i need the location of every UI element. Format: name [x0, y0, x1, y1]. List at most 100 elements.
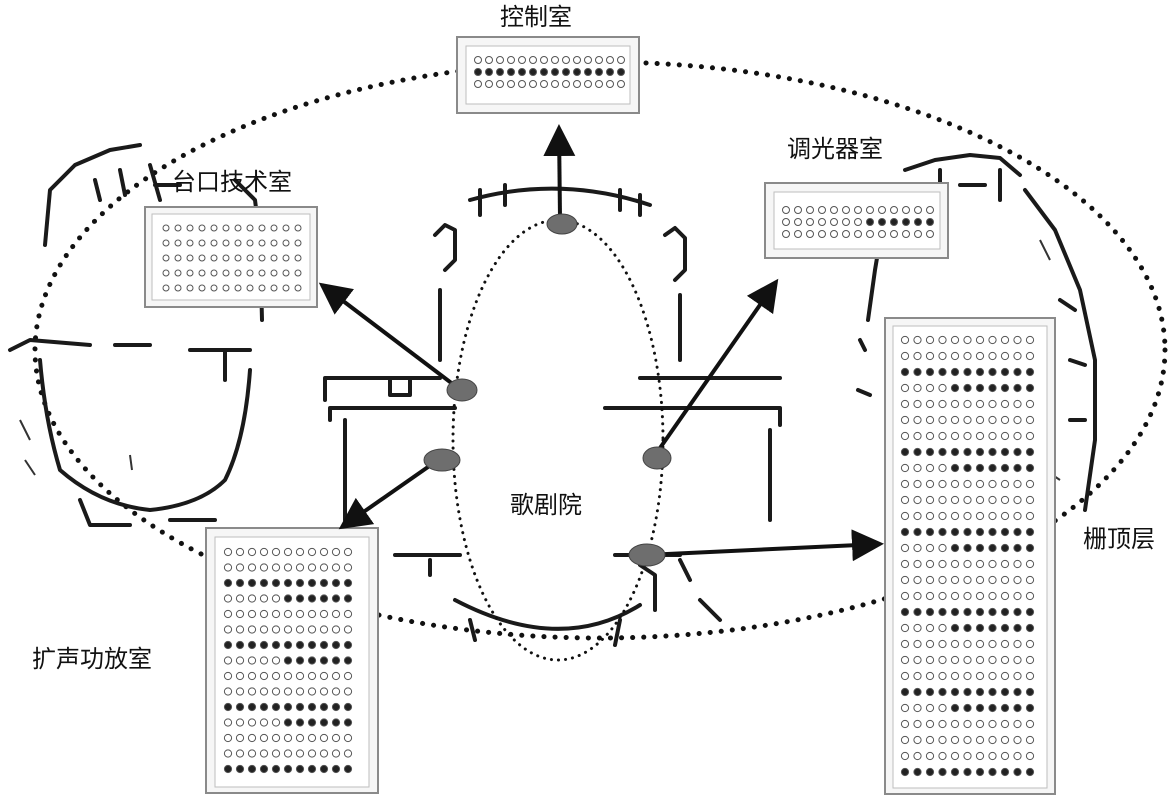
rack-port [900, 719, 910, 729]
rack-port [963, 527, 972, 537]
rack-port [331, 656, 341, 665]
rack-port [1025, 511, 1035, 521]
rack-port [295, 656, 305, 665]
rack-port [950, 703, 960, 713]
rack-port [913, 463, 922, 473]
rack-port [925, 351, 935, 361]
rack-port [913, 511, 922, 521]
rack-port [975, 703, 985, 713]
rack-port [1025, 735, 1035, 745]
rack-port [247, 625, 257, 634]
rack-port [198, 239, 206, 247]
rack-port [925, 479, 935, 489]
rack-port [294, 224, 302, 232]
rack-port [913, 415, 922, 425]
rack-port [295, 609, 305, 619]
rack-port [1000, 751, 1010, 761]
rack-port [331, 594, 341, 603]
rack-port [938, 383, 947, 393]
rack-port [1000, 591, 1010, 601]
rack-port [283, 656, 293, 665]
rack-port [938, 415, 947, 425]
rack-port [235, 547, 245, 557]
rack-port [1025, 687, 1035, 697]
rack-port [925, 367, 935, 377]
rack-port [938, 607, 947, 617]
rack-port [975, 399, 985, 409]
rack-port [1000, 607, 1010, 617]
rack-port [595, 80, 603, 88]
rack-port [246, 224, 254, 232]
rack-port [1000, 671, 1010, 681]
rack-port [963, 687, 972, 697]
rack-port [902, 218, 910, 226]
rack-port [595, 68, 603, 76]
rack-port [950, 415, 960, 425]
rack-port [186, 269, 194, 277]
rack-port [938, 719, 947, 729]
rack-port [210, 254, 218, 262]
rack-port [938, 703, 947, 713]
rack-port [950, 479, 960, 489]
rack-port [938, 767, 947, 777]
rack-port [988, 383, 997, 393]
rack-port [925, 687, 935, 697]
rack-port [223, 764, 233, 774]
rack-port [988, 543, 997, 553]
rack-port [295, 547, 305, 557]
rack-port [1025, 351, 1035, 361]
rack-port [988, 607, 997, 617]
rack-port [223, 718, 233, 727]
rack-port [900, 671, 910, 681]
rack-port [222, 284, 230, 292]
rack-port [975, 527, 985, 537]
rack-port [890, 230, 898, 238]
rack-port [247, 749, 257, 758]
rack-port [307, 594, 317, 603]
arrow-to-dimmer-room [658, 278, 779, 450]
rack-port [900, 367, 910, 377]
rack-port [617, 56, 625, 64]
rack-port [830, 218, 838, 226]
rack-port [223, 609, 233, 619]
rack-port [331, 749, 341, 758]
rack-port [988, 575, 997, 585]
rack-port [950, 527, 960, 537]
label-control-room: 控制室 [500, 3, 572, 31]
rack-port [496, 80, 504, 88]
rack-port [926, 206, 934, 214]
rack-port [573, 68, 581, 76]
rack-port [925, 703, 935, 713]
rack-port [331, 578, 341, 588]
inner-ring [451, 218, 665, 662]
rack-port [1000, 447, 1010, 457]
rack-port [1013, 751, 1022, 761]
rack-port [222, 224, 230, 232]
rack-port [331, 702, 341, 712]
rack-port [562, 56, 570, 64]
rack-port [529, 68, 537, 76]
rack-port [950, 623, 960, 633]
rack-port [988, 431, 997, 441]
rack-port [900, 527, 910, 537]
rack-port [963, 367, 972, 377]
rack-port [1000, 415, 1010, 425]
rack-port [319, 625, 329, 634]
rack-port [975, 479, 985, 489]
rack-port [518, 68, 526, 76]
rack-port [562, 68, 570, 76]
rack-port [963, 591, 972, 601]
rack-port [474, 80, 482, 88]
rack-port [1025, 607, 1035, 617]
rack-port [938, 399, 947, 409]
rack-port [235, 625, 245, 634]
rack-port [938, 575, 947, 585]
rack-port [950, 367, 960, 377]
rack-port [307, 609, 317, 619]
rack-port [975, 335, 985, 345]
rack-port [963, 703, 972, 713]
rack-port [174, 284, 182, 292]
rack-port [174, 224, 182, 232]
rack-port [259, 749, 269, 758]
rack-port [890, 206, 898, 214]
